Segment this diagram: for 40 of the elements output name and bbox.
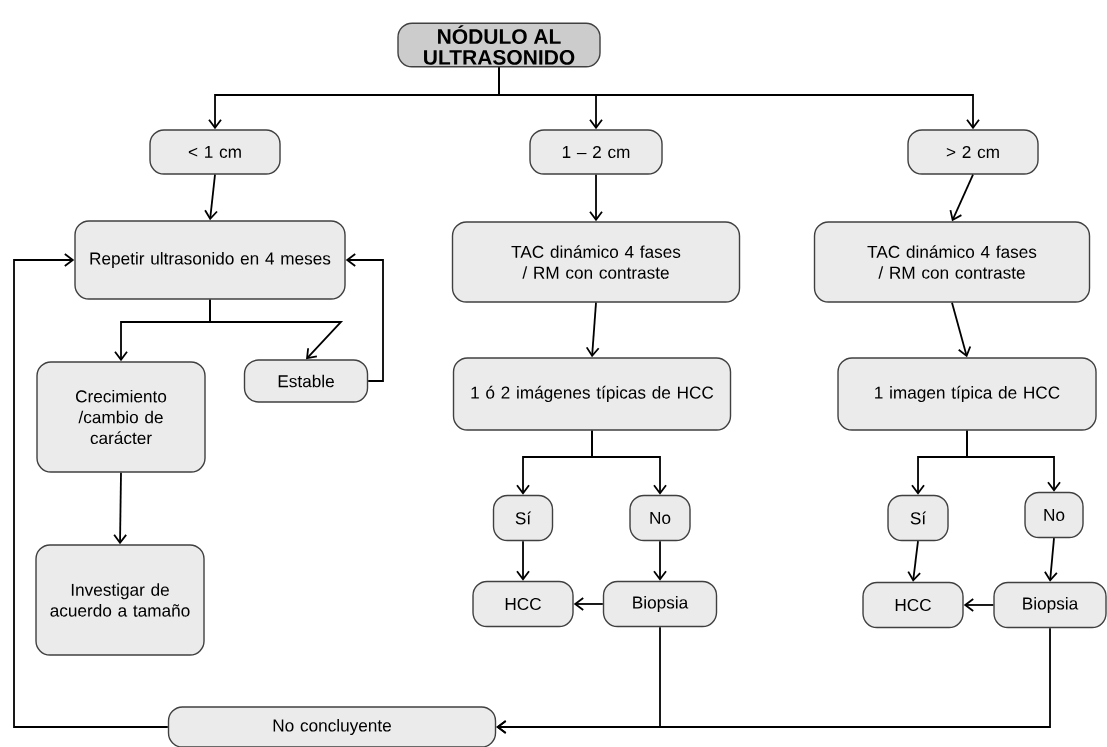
process-box: Repetir ultrasonido en 4 meses: [74, 220, 346, 300]
arrow: [345, 253, 384, 382]
arrow: [516, 540, 530, 581]
process-box: 1 imagen típica de HCC: [837, 357, 1097, 431]
arrow: [1044, 537, 1058, 582]
process-box: Sí: [887, 494, 949, 542]
process-box: TAC dinámico 4 fases / RM con contraste: [451, 221, 741, 303]
process-box: Sí: [492, 494, 554, 542]
title-box: NÓDULO AL ULTRASONIDO: [397, 22, 601, 68]
arrow: [209, 298, 344, 360]
process-box: No concluyente: [167, 706, 497, 747]
process-box: Crecimiento /cambio de carácter: [36, 361, 206, 473]
process-box: No: [1024, 491, 1084, 539]
process-box: TAC dinámico 4 fases / RM con contraste: [813, 221, 1091, 303]
arrow: [585, 301, 600, 358]
process-box: 1 – 2 cm: [529, 129, 663, 175]
arrow: [949, 173, 974, 222]
arrow: [498, 66, 980, 130]
arrow: [496, 627, 1051, 734]
process-box: Biopsia: [993, 581, 1107, 629]
arrow: [653, 540, 667, 581]
arrow: [963, 598, 995, 612]
process-box: No: [629, 494, 691, 542]
arrow: [591, 429, 667, 495]
arrow: [589, 173, 603, 222]
process-box: > 2 cm: [907, 129, 1039, 175]
process-box: < 1 cm: [149, 129, 281, 175]
process-box: Investigar de acuerdo a tamaño: [35, 544, 205, 656]
arrow: [573, 597, 604, 611]
process-box: HCC: [862, 581, 964, 629]
arrow: [951, 301, 972, 358]
arrow: [113, 471, 128, 545]
arrow: [907, 540, 921, 582]
process-box: Estable: [243, 359, 369, 403]
process-box: HCC: [472, 580, 574, 628]
arrow: [204, 173, 218, 221]
arrow: [13, 253, 169, 728]
process-box: 1 ó 2 imágenes típicas de HCC: [452, 357, 732, 431]
arrow: [966, 429, 1061, 492]
process-box: Biopsia: [602, 580, 718, 628]
